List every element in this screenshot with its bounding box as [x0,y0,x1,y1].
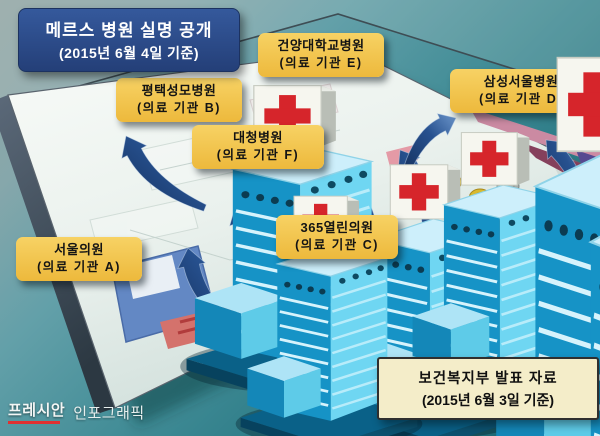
hospital-name: 건양대학교병원 [277,38,365,53]
hospital-label-f: 대청병원 (의료 기관 F) [192,125,324,169]
source-box: 보건복지부 발표 자료 (2015년 6월 3일 기준) [377,357,599,420]
source-date: (2015년 6월 3일 기준) [421,392,555,408]
hospital-name: 서울의원 [54,242,104,257]
brand-name: 프레시안 [8,402,66,419]
hospital-name: 삼성서울병원 [483,74,559,89]
page-title: 메르스 병원 실명 공개 [45,21,213,40]
hospital-name: 365열린의원 [300,220,374,235]
page-title-date: (2015년 6월 4일 기준) [58,45,200,61]
brand-footer: 프레시안 인포그래픽 [8,399,145,424]
hospital-name: 대청병원 [233,130,283,145]
hospital-label-c: 365열린의원 (의료 기관 C) [276,215,398,259]
curved-arrow-to-b-icon [121,135,207,212]
source-text: 보건복지부 발표 자료 [418,371,558,387]
hospital-org-code: (의료 기관 B) [137,100,221,115]
hospital-org-code: (의료 기관 A) [37,259,121,274]
brand-red-bar [8,421,60,424]
curved-arrow-to-d-icon [401,113,457,177]
title-box: 메르스 병원 실명 공개 (2015년 6월 4일 기준) [18,8,240,72]
hospital-org-code: (의료 기관 D) [479,91,563,106]
hospital-org-code: (의료 기관 E) [279,55,363,70]
hospital-org-code: (의료 기관 F) [216,147,300,162]
hospital-label-b: 평택성모병원 (의료 기관 B) [116,78,242,122]
hospital-label-a: 서울의원 (의료 기관 A) [16,237,142,281]
brand-suffix: 인포그래픽 [73,404,145,422]
hospital-org-code: (의료 기관 C) [295,237,379,252]
wall-corner-lines [0,13,600,109]
pressian-logo: 프레시안 [8,399,65,424]
hospital-name: 평택성모병원 [141,83,217,98]
hospital-label-e: 건양대학교병원 (의료 기관 E) [258,33,384,77]
